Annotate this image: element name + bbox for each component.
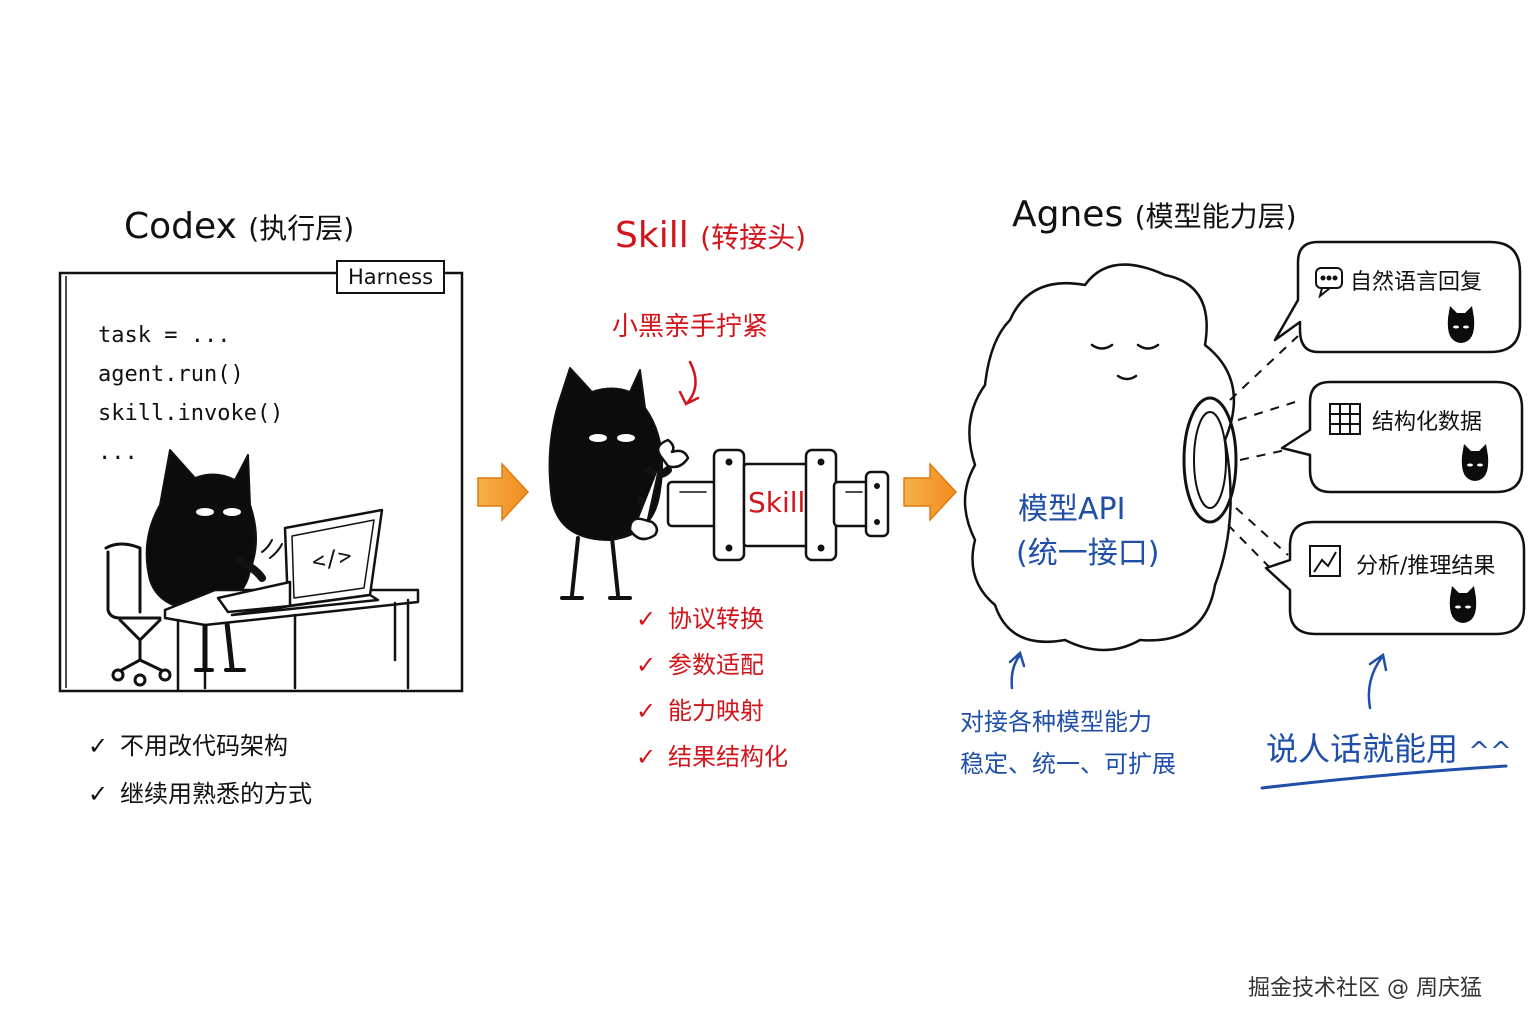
slogan: 说人话就能用 ^^ <box>1266 724 1512 770</box>
output-bubble-1 <box>1273 240 1522 354</box>
code-line: ... <box>98 440 138 465</box>
function-text: 协议转换 <box>668 605 764 633</box>
skill-note: 小黑亲手拧紧 <box>612 312 769 342</box>
codex-benefits: ✓ 不用改代码架构 ✓ 继续用熟悉的方式 <box>88 722 312 818</box>
output-label-natural-language: 自然语言回复 <box>1350 270 1483 295</box>
slogan-underline <box>1260 764 1508 790</box>
code-line: agent.run() <box>98 362 244 387</box>
flow-arrow-1 <box>477 462 530 522</box>
skill-functions: ✓ 协议转换 ✓ 参数适配 ✓ 能力映射 ✓ 结果结构化 <box>636 596 788 780</box>
output-bubble-2 <box>1280 380 1524 494</box>
smiley-face: ^^ <box>1468 737 1512 767</box>
benefit-text: 继续用熟悉的方式 <box>120 780 312 808</box>
codex-panel-frame <box>58 271 464 693</box>
output-label-structured-data: 结构化数据 <box>1372 410 1483 435</box>
agnes-title: Agnes (模型能力层) <box>1012 194 1297 235</box>
cloud-port-ring <box>1182 396 1238 524</box>
code-line: skill.invoke() <box>98 401 284 426</box>
check-icon: ✓ <box>636 743 657 771</box>
function-item: ✓ 能力映射 <box>636 688 788 734</box>
agnes-note-line2: 稳定、统一、可扩展 <box>960 750 1176 778</box>
benefit-item: ✓ 继续用熟悉的方式 <box>88 770 312 818</box>
office-chair <box>104 542 172 687</box>
function-item: ✓ 参数适配 <box>636 642 788 688</box>
flow-arrow-2 <box>903 462 958 522</box>
api-sublabel: (统一接口) <box>1016 536 1160 571</box>
mini-cat-icon <box>1447 306 1489 623</box>
api-label: 模型API <box>1018 492 1126 527</box>
benefit-item: ✓ 不用改代码架构 <box>88 722 312 770</box>
output-label-analysis: 分析/推理结果 <box>1356 554 1496 579</box>
function-item: ✓ 结果结构化 <box>636 734 788 780</box>
skill-title-text: Skill <box>615 215 689 256</box>
function-text: 结果结构化 <box>668 743 788 771</box>
check-icon: ✓ <box>88 732 109 760</box>
note-arrow-skill <box>678 360 700 406</box>
agnes-cloud <box>963 263 1236 652</box>
check-icon: ✓ <box>636 651 657 679</box>
mechanic-cat-eyes <box>589 434 635 442</box>
laptop <box>216 508 384 617</box>
dashed-connectors <box>1227 335 1299 581</box>
agnes-subtitle: (模型能力层) <box>1134 200 1297 233</box>
codex-subtitle: (执行层) <box>248 212 355 245</box>
footer-watermark: 掘金技术社区 @ 周庆猛 <box>1248 976 1482 1001</box>
check-icon: ✓ <box>636 697 657 725</box>
check-icon: ✓ <box>636 605 657 633</box>
function-item: ✓ 协议转换 <box>636 596 788 642</box>
code-snippet: task = ... agent.run() skill.invoke() ..… <box>98 316 283 472</box>
cat-eyes <box>196 508 241 516</box>
black-cat-mechanic <box>548 367 672 600</box>
harness-badge: Harness <box>336 260 446 294</box>
benefit-text: 不用改代码架构 <box>120 732 288 760</box>
function-text: 参数适配 <box>668 651 764 679</box>
skill-subtitle: (转接头) <box>700 221 807 254</box>
pipe-adapter <box>666 448 890 562</box>
adapter-label: Skill <box>748 486 806 519</box>
function-text: 能力映射 <box>668 697 764 725</box>
line-chart-icon <box>1309 545 1341 577</box>
skill-title: Skill (转接头) <box>615 215 806 256</box>
note-arrow-agnes <box>1008 650 1388 710</box>
motion-lines <box>261 539 283 559</box>
cat-coding-illustration <box>104 449 420 692</box>
agnes-note-line1: 对接各种模型能力 <box>960 708 1152 736</box>
cat-wrench-illustration <box>548 367 890 600</box>
codex-title: Codex (执行层) <box>124 206 354 247</box>
codex-title-text: Codex <box>124 206 237 247</box>
slogan-text: 说人话就能用 <box>1266 730 1459 768</box>
wrench <box>628 438 690 541</box>
chat-bubble-icon <box>1315 267 1343 299</box>
table-icon <box>1329 403 1361 435</box>
agnes-title-text: Agnes <box>1012 194 1124 235</box>
code-line: task = ... <box>98 323 231 348</box>
cloud-face <box>1090 343 1160 381</box>
check-icon: ✓ <box>88 780 109 808</box>
